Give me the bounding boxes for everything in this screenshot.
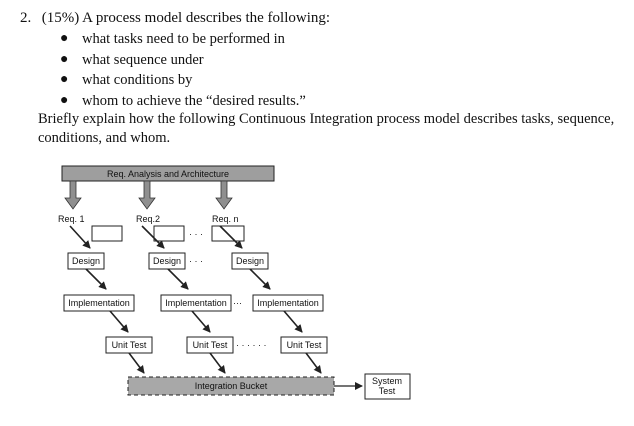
integration-bucket-label: Integration Bucket bbox=[195, 381, 268, 391]
svg-text:Unit Test: Unit Test bbox=[287, 340, 322, 350]
svg-text:System: System bbox=[372, 376, 402, 386]
req-box bbox=[91, 225, 123, 242]
list-item: ●what sequence under bbox=[60, 50, 306, 71]
list-item: ●whom to achieve the “desired results.” bbox=[60, 91, 306, 112]
req-1-label: Req. 1 bbox=[58, 214, 85, 224]
svg-text:Test: Test bbox=[379, 386, 396, 396]
unit-test-box bbox=[280, 336, 328, 354]
svg-text:Unit Test: Unit Test bbox=[112, 340, 147, 350]
svg-text:Design: Design bbox=[236, 256, 264, 266]
bullet-list: ●what tasks need to be performed in ●wha… bbox=[60, 29, 306, 111]
design-box bbox=[148, 252, 186, 270]
ellipsis-dots: · · · bbox=[189, 229, 203, 239]
svg-text:Implementation: Implementation bbox=[68, 298, 130, 308]
svg-text:Design: Design bbox=[72, 256, 100, 266]
down-arrow-icon bbox=[215, 180, 233, 210]
ellipsis-dots: · · · · · · bbox=[236, 340, 267, 350]
ellipsis-dots: ··· bbox=[233, 298, 242, 308]
svg-text:Design: Design bbox=[153, 256, 181, 266]
implementation-box bbox=[63, 294, 135, 312]
req-2-label: Req.2 bbox=[136, 214, 160, 224]
ci-process-diagram: Req. Analysis and Architecture Req. 1 Re… bbox=[50, 160, 430, 410]
svg-text:Unit Test: Unit Test bbox=[193, 340, 228, 350]
svg-text:Implementation: Implementation bbox=[257, 298, 319, 308]
bullet-icon: ● bbox=[60, 72, 69, 87]
implementation-box bbox=[160, 294, 232, 312]
list-item: ●what tasks need to be performed in bbox=[60, 29, 306, 50]
bullet-icon: ● bbox=[60, 51, 69, 67]
integration-bucket bbox=[127, 376, 335, 396]
req-analysis-label: Req. Analysis and Architecture bbox=[107, 169, 229, 179]
question-heading: 2. (15%) A process model describes the f… bbox=[20, 9, 330, 27]
req-box bbox=[153, 225, 185, 242]
ellipsis-dots: · · · bbox=[189, 256, 203, 266]
bullet-icon: ● bbox=[60, 92, 69, 108]
question-number: 2. bbox=[20, 10, 32, 26]
implementation-box bbox=[252, 294, 324, 312]
down-arrow-icon bbox=[64, 180, 82, 210]
bullet-icon: ● bbox=[60, 31, 69, 46]
svg-text:Implementation: Implementation bbox=[165, 298, 227, 308]
question-intro: (15%) A process model describes the foll… bbox=[41, 10, 331, 26]
req-n-label: Req. n bbox=[212, 214, 239, 224]
explain-prompt: Briefly explain how the following Contin… bbox=[38, 111, 615, 146]
down-arrow-icon bbox=[138, 180, 156, 210]
list-item: ●what conditions by bbox=[60, 70, 306, 91]
system-test-box bbox=[364, 373, 411, 400]
req-analysis-bar bbox=[61, 165, 275, 182]
